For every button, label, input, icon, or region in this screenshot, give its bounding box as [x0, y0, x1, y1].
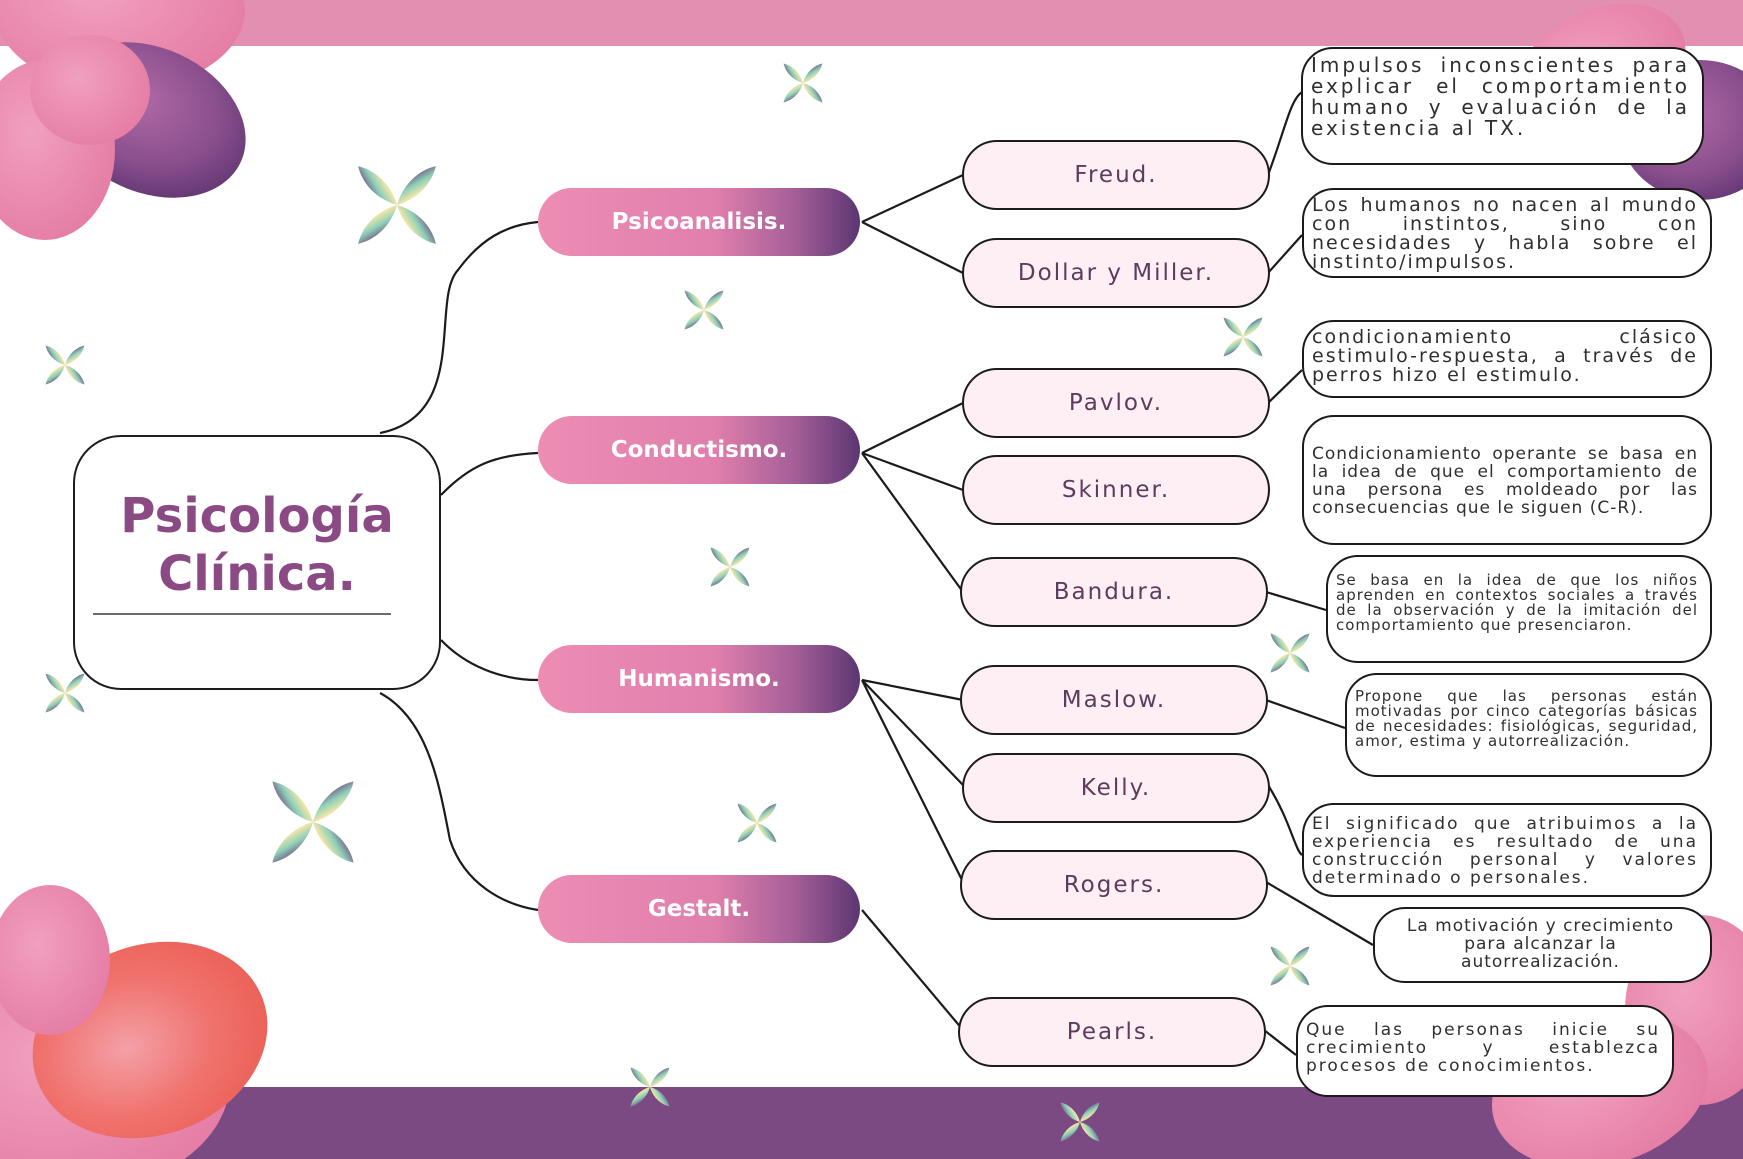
- author-pearls: Pearls.: [958, 997, 1266, 1067]
- connector-line: [1263, 1029, 1297, 1056]
- author-maslow: Maslow.: [960, 665, 1268, 735]
- flower-bottom-left-decoration: [0, 885, 268, 1159]
- connector-line: [861, 451, 964, 492]
- connector-line: [1267, 234, 1303, 274]
- connector-line: [861, 679, 964, 786]
- author-bandura: Bandura.: [960, 557, 1268, 627]
- description-rogers: La motivación y crecimiento para alcanza…: [1373, 907, 1712, 983]
- branch-gestalt: Gestalt.: [538, 875, 860, 943]
- description-maslow: Propone que las personas están motivadas…: [1345, 673, 1712, 777]
- description-skinner: Condicionamiento operante se basa en la …: [1302, 415, 1712, 545]
- connector-line: [1266, 91, 1303, 176]
- connector-line: [1265, 590, 1327, 612]
- branch-conductismo: Conductismo.: [538, 416, 860, 484]
- top-band: [0, 0, 1743, 46]
- connector-line: [1265, 881, 1374, 946]
- branch-humanismo: Humanismo.: [538, 645, 860, 713]
- description-pearls: Que las personas inicie su crecimiento y…: [1296, 1005, 1674, 1097]
- central-topic-box: Psicología Clínica.: [73, 435, 441, 690]
- connector-line: [861, 452, 964, 593]
- description-bandura: Se basa en la idea de que los niños apre…: [1326, 555, 1712, 663]
- connector-line: [1267, 369, 1303, 404]
- connector-line: [861, 679, 964, 883]
- connector-line: [379, 220, 539, 435]
- title-underline: [93, 613, 391, 615]
- connector-line: [440, 451, 539, 496]
- connector-line: [861, 174, 964, 223]
- description-pavlov: condicionamiento clásico estimulo-respue…: [1302, 320, 1712, 398]
- connector-line: [1267, 784, 1303, 856]
- bottom-band: [0, 1087, 1743, 1159]
- connector-line: [861, 909, 964, 1031]
- connector-line: [861, 221, 964, 274]
- central-title: Psicología Clínica.: [120, 488, 394, 602]
- author-rogers: Rogers.: [960, 850, 1268, 920]
- description-freud: Impulsos inconscientes para explicar el …: [1301, 47, 1704, 165]
- description-kelly: El significado que atribuimos a la exper…: [1302, 803, 1712, 897]
- author-kelly: Kelly.: [962, 753, 1270, 823]
- author-dollar-y-miller: Dollar y Miller.: [962, 238, 1270, 308]
- connector-line: [379, 692, 539, 912]
- author-skinner: Skinner.: [962, 455, 1270, 525]
- connector-line: [1265, 698, 1346, 730]
- connector-line: [440, 639, 539, 682]
- author-pavlov: Pavlov.: [962, 368, 1270, 438]
- author-freud: Freud.: [962, 140, 1270, 210]
- flower-top-left-decoration: [0, 0, 246, 240]
- description-dollar-y-miller: Los humanos no nacen al mundo con instin…: [1302, 188, 1712, 278]
- branch-psicoanalisis: Psicoanalisis.: [538, 188, 860, 256]
- connector-line: [861, 678, 964, 702]
- connector-line: [861, 402, 964, 454]
